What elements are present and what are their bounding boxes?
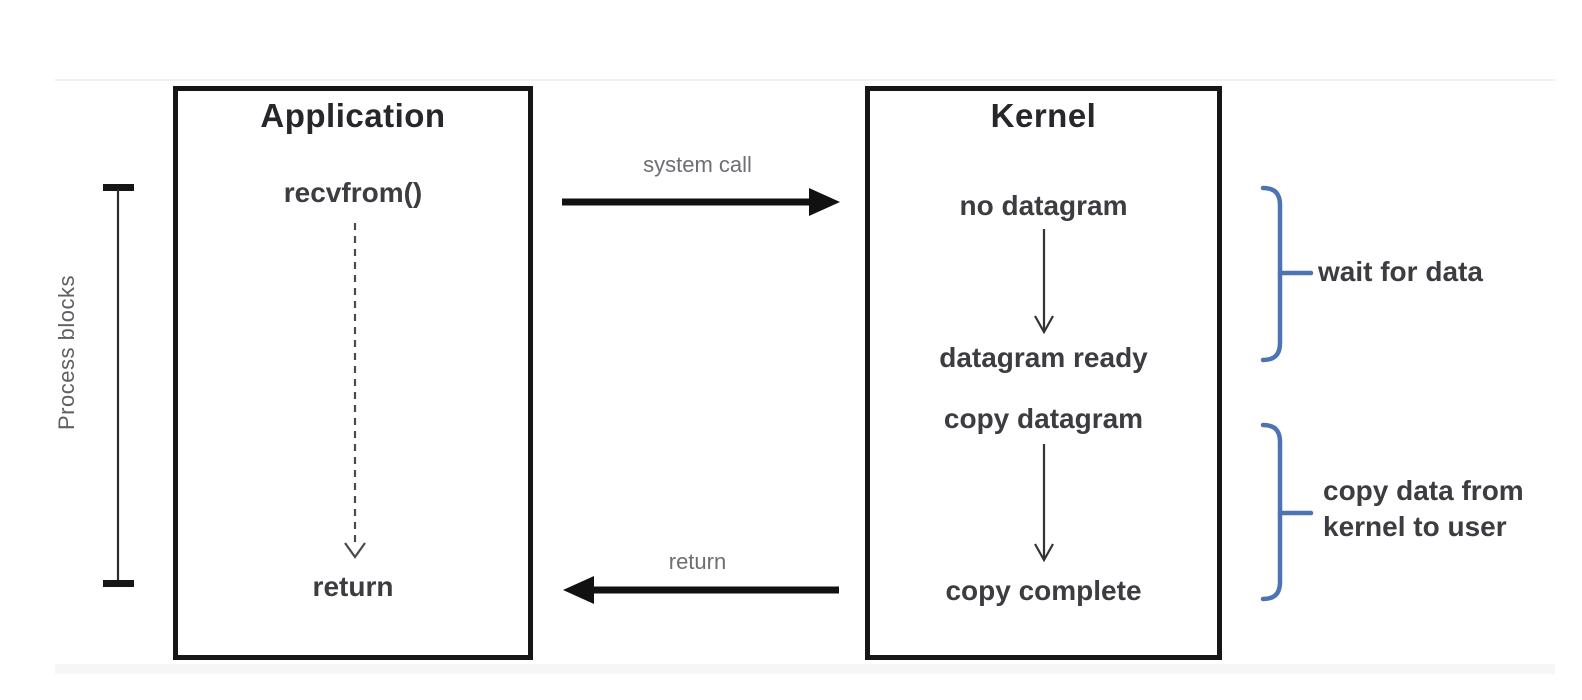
kernel-step-copy-complete: copy complete	[945, 575, 1142, 606]
system-call-label: system call	[643, 152, 752, 177]
process-blocks-label: Process blocks	[54, 275, 79, 430]
return-label: return	[668, 549, 727, 574]
kernel-step-no-datagram: no datagram	[959, 190, 1128, 221]
figure-top-divider	[55, 79, 1555, 81]
system-call-arrow-icon	[562, 188, 840, 216]
wait-brace-icon	[1260, 185, 1314, 363]
application-box: Application recvfrom() return	[173, 86, 533, 660]
return-result-label: return	[312, 571, 394, 602]
kernel-title: Kernel	[990, 97, 1097, 134]
copy-brace-icon	[1260, 422, 1314, 602]
recvfrom-label: recvfrom()	[283, 177, 423, 208]
figure-bottom-divider	[55, 664, 1555, 674]
wait-for-data-label: wait for data	[1318, 256, 1483, 287]
kernel-step-datagram-ready: datagram ready	[939, 342, 1148, 373]
return-arrow-icon	[563, 576, 839, 604]
kernel-wait-arrow-icon	[1034, 229, 1054, 563]
kernel-step-copy-datagram: copy datagram	[943, 403, 1144, 434]
blocking-dashed-arrow-icon	[344, 223, 366, 559]
application-title: Application	[260, 97, 446, 134]
kernel-box: Kernel no datagram datagram ready copy d…	[865, 86, 1222, 660]
copy-data-label: copy data from kernel to user	[1323, 475, 1524, 542]
process-blocks-bracket-icon	[103, 184, 134, 587]
